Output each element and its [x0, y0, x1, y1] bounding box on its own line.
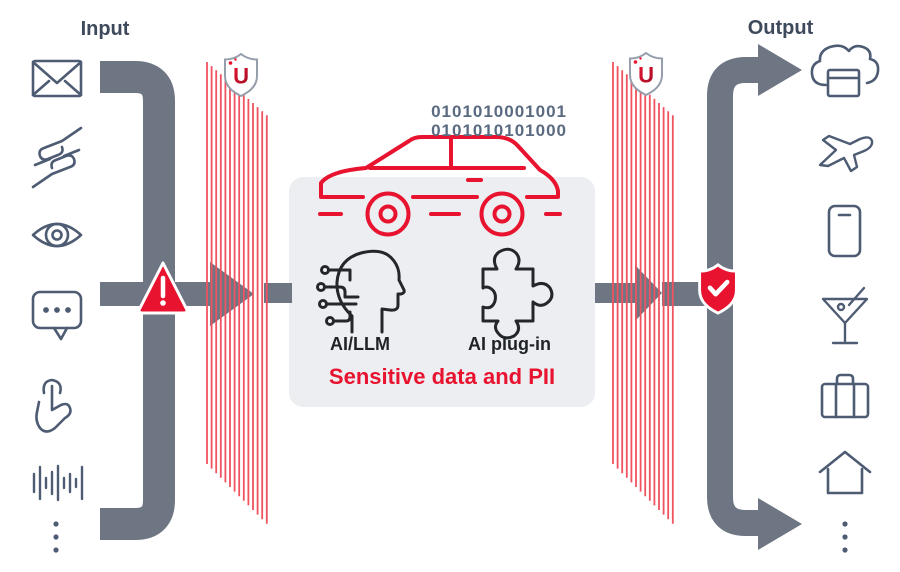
- output-arrowhead-top: [758, 44, 802, 96]
- verified-shield-icon: [698, 263, 738, 315]
- input-label: Input: [80, 18, 130, 40]
- left-filter-curtain: [206, 62, 268, 524]
- smartphone-icon: [827, 204, 862, 258]
- flow-arrows: [100, 57, 758, 540]
- touch-icon: [35, 378, 72, 433]
- output-label: Output: [747, 17, 814, 39]
- output-arrowhead-bottom: [758, 498, 802, 550]
- more-dots-icon: [842, 521, 848, 553]
- binary-line-1: 0101010001001: [431, 102, 567, 121]
- binary-line-2: 0101010101000: [431, 121, 567, 140]
- right-security-shield-icon: [629, 52, 663, 96]
- more-dots-icon: [53, 521, 59, 553]
- ai-plugin-label: AI plug-in: [468, 334, 551, 354]
- briefcase-icon: [820, 373, 870, 419]
- ai-llm-head-icon: [316, 249, 406, 334]
- binary-data-text: 0101010001001 0101010101000: [415, 102, 567, 140]
- hands-exchange-icon: [31, 126, 83, 189]
- box-entry-stub: [264, 283, 292, 303]
- warning-icon: [137, 261, 189, 315]
- sensitive-data-caption: Sensitive data and PII: [328, 364, 556, 389]
- car-icon: [318, 135, 562, 237]
- box-exit-arrowhead: [635, 265, 662, 321]
- right-filter-curtain: [612, 62, 674, 524]
- box-exit-shaft: [595, 283, 635, 303]
- output-branch-up: [707, 57, 758, 300]
- cloud-storage-icon: [810, 44, 880, 98]
- voice-waveform-icon: [32, 464, 84, 502]
- email-icon: [31, 59, 83, 98]
- ai-llm-label: AI/LLM: [330, 334, 390, 354]
- eye-icon: [31, 222, 83, 248]
- home-icon: [818, 450, 872, 495]
- sensitive-data-box: [289, 177, 595, 407]
- input-branch-bottom: [100, 288, 175, 540]
- ai-plugin-puzzle-icon: [481, 247, 554, 340]
- output-branch-down: [707, 288, 758, 536]
- cocktail-icon: [821, 286, 869, 345]
- chat-icon: [31, 290, 83, 341]
- airplane-icon: [818, 134, 874, 173]
- input-branch-top: [100, 61, 175, 300]
